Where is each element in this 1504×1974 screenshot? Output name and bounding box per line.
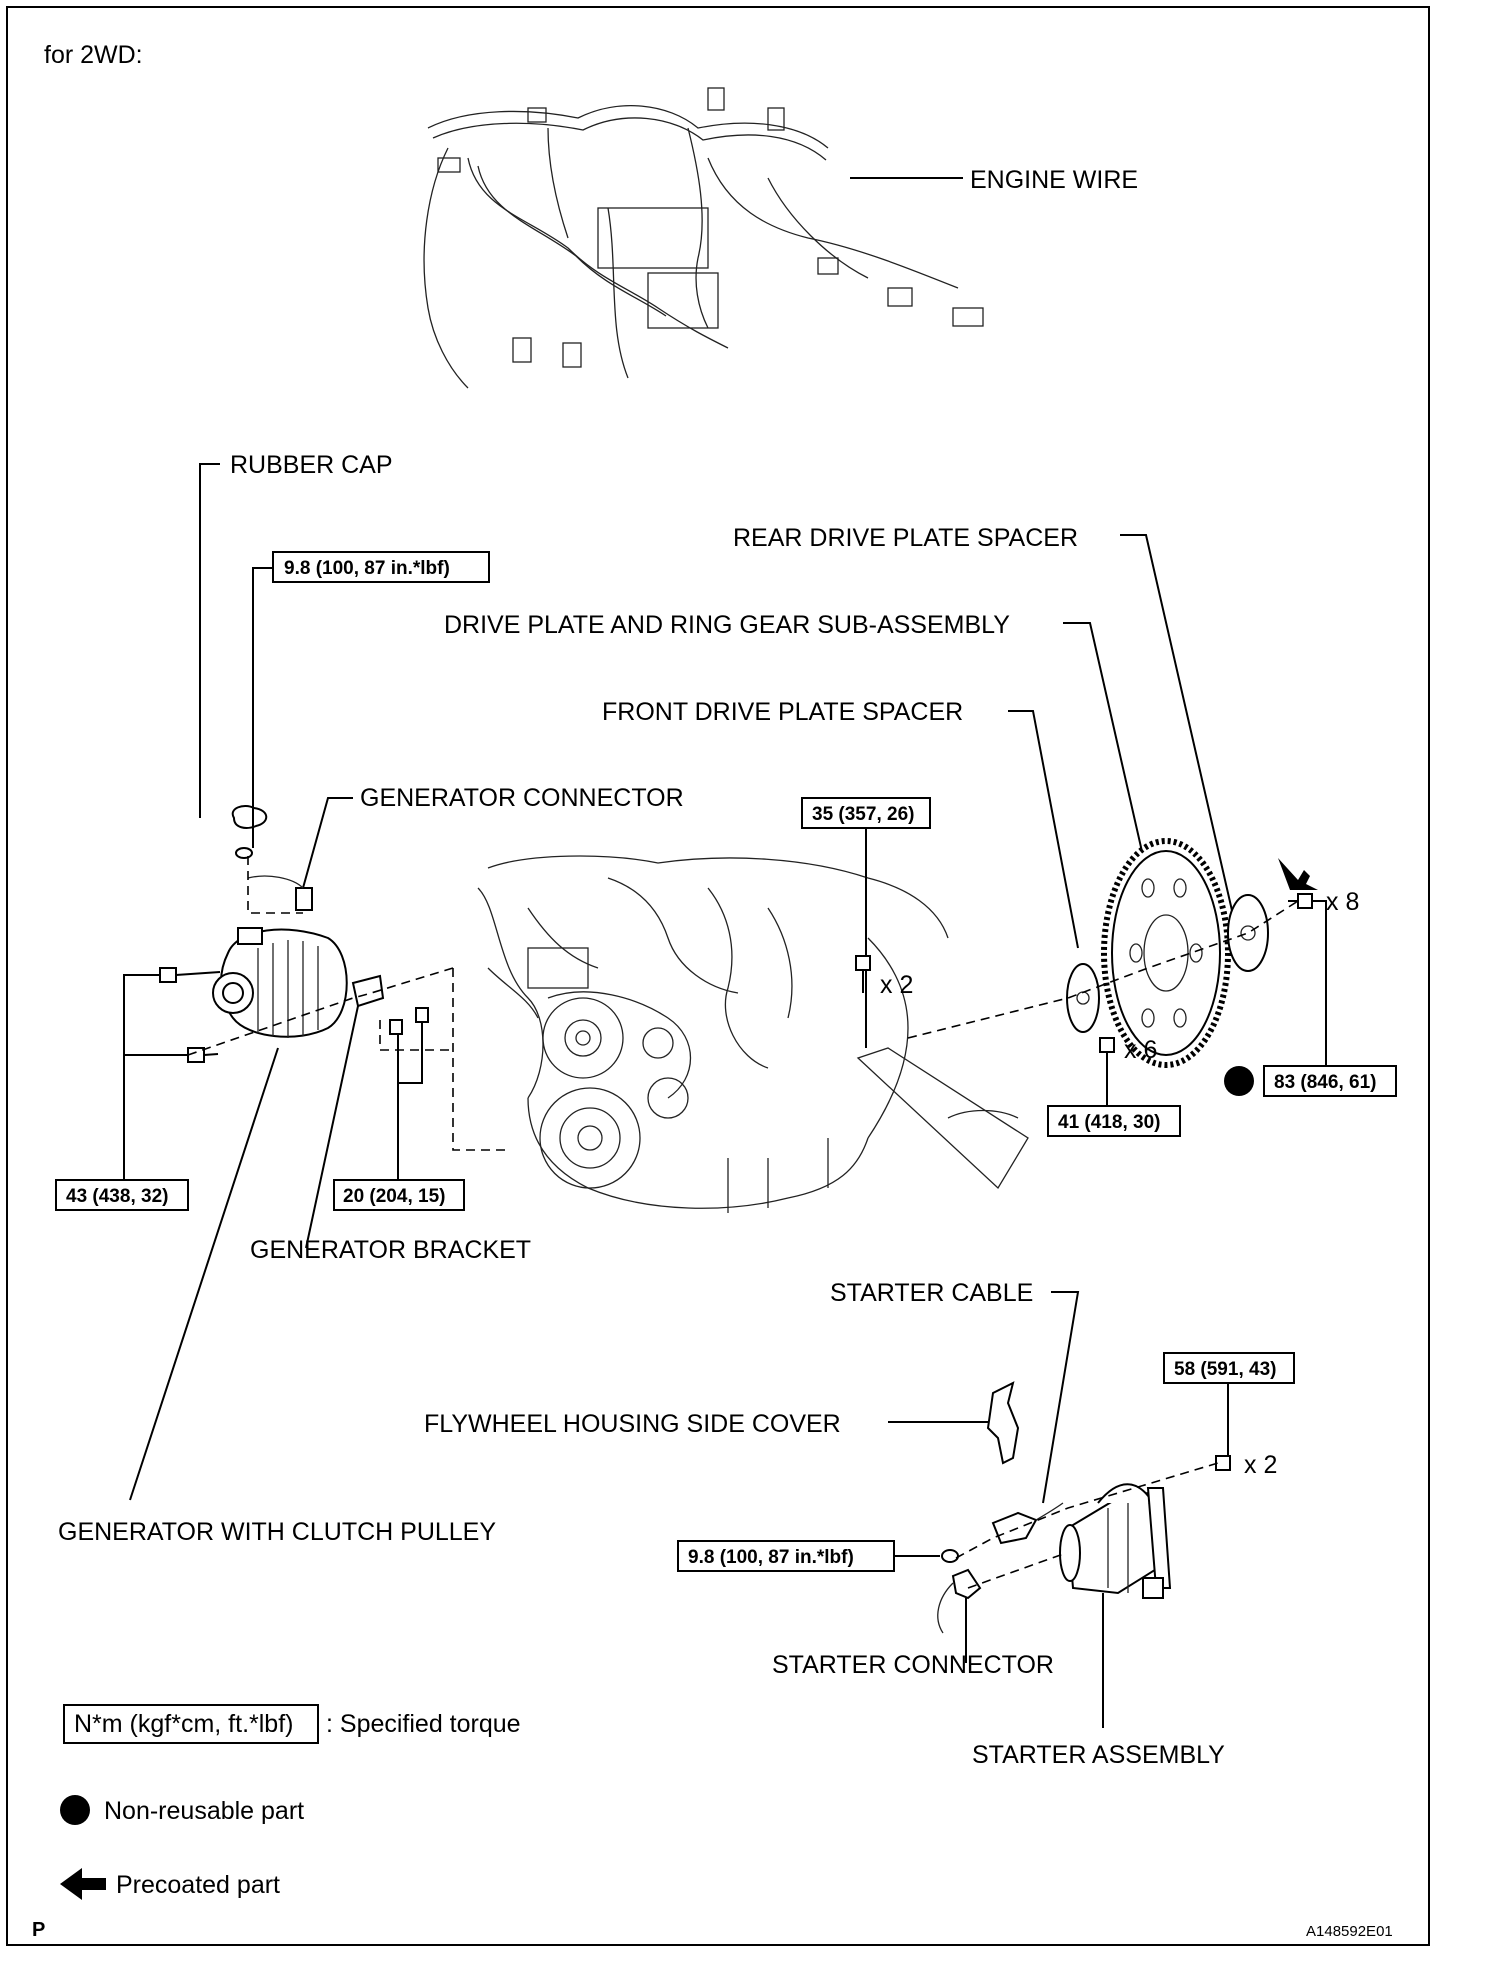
bracket-bolt-a: [389, 1019, 403, 1035]
qty-spacer-bolts: x 6: [1124, 1036, 1157, 1064]
label-starter-connector: STARTER CONNECTOR: [772, 1651, 1054, 1679]
qty-drive-plate-bolts: x 8: [1326, 888, 1359, 916]
page-letter: P: [32, 1919, 45, 1941]
figure-id: A148592E01: [1306, 1923, 1393, 1940]
parts-diagram: for 2WD: ENGINE WIRE RUBBER CAP 9.8 (100…: [32, 41, 1397, 1941]
torque-box-starter: [1163, 1352, 1295, 1384]
torque-box-bracket: [333, 1179, 465, 1211]
torque-rubber-cap: 9.8 (100, 87 in.*lbf): [284, 558, 450, 579]
torque-generator: 43 (438, 32): [66, 1186, 168, 1207]
label-generator-bracket: GENERATOR BRACKET: [250, 1236, 531, 1264]
legend-torque-desc: : Specified torque: [326, 1710, 521, 1738]
legend-precoated: Precoated part: [116, 1871, 280, 1899]
precoated-arrow: [1278, 858, 1318, 890]
engine-wire-harness: [423, 87, 984, 389]
torque-starter-cable: 9.8 (100, 87 in.*lbf): [688, 1547, 854, 1568]
rear-drive-plate-spacer: [1227, 894, 1269, 972]
rubber-cap-nut: [235, 847, 253, 859]
generator-bolt-lower: [187, 1047, 219, 1063]
legend-precoated-arrow: [60, 1868, 106, 1900]
qty-engine-bolts: x 2: [880, 971, 913, 999]
starter-cable: [991, 1502, 1064, 1545]
label-generator-with-clutch-pulley: GENERATOR WITH CLUTCH PULLEY: [58, 1518, 496, 1546]
non-reusable-dot: [1224, 1066, 1254, 1096]
label-generator-connector: GENERATOR CONNECTOR: [360, 784, 684, 812]
variant-title: for 2WD:: [44, 41, 143, 69]
label-flywheel-housing-side-cover: FLYWHEEL HOUSING SIDE COVER: [424, 1410, 841, 1438]
diagram-frame: for 2WD: ENGINE WIRE RUBBER CAP 9.8 (100…: [6, 6, 1430, 1946]
drive-plate-ring-gear: [1101, 838, 1231, 1068]
generator-bolt-upper: [159, 967, 221, 983]
front-drive-plate-spacer: [1066, 963, 1100, 1033]
torque-box-spacer: [1047, 1105, 1181, 1137]
legend: N*m (kgf*cm, ft.*lbf) : Specified torque…: [60, 1704, 521, 1900]
engine-block: [477, 855, 1029, 1213]
qty-starter-bolts: x 2: [1244, 1451, 1277, 1479]
starter-bolt: [1215, 1455, 1231, 1471]
legend-non-reusable-dot: [60, 1795, 90, 1825]
spacer-bolt: [1099, 1037, 1115, 1053]
torque-box-starter-cable: [677, 1540, 895, 1572]
torque-bracket: 20 (204, 15): [343, 1186, 445, 1207]
engine-bolt: [855, 955, 871, 971]
torque-drive-plate: 83 (846, 61): [1274, 1072, 1376, 1093]
generator-bracket: [351, 974, 385, 1008]
legend-torque-unit: N*m (kgf*cm, ft.*lbf): [74, 1710, 293, 1738]
flywheel-housing-side-cover: [986, 1381, 1020, 1465]
torque-engine: 35 (357, 26): [812, 804, 914, 825]
torque-spacer: 41 (418, 30): [1058, 1112, 1160, 1133]
legend-non-reusable: Non-reusable part: [104, 1797, 304, 1825]
starter-cable-nut: [941, 1549, 959, 1563]
label-front-drive-plate-spacer: FRONT DRIVE PLATE SPACER: [602, 698, 963, 726]
generator: [212, 927, 348, 1038]
label-rear-drive-plate-spacer: REAR DRIVE PLATE SPACER: [733, 524, 1078, 552]
generator-connector: [295, 887, 313, 911]
label-engine-wire: ENGINE WIRE: [970, 166, 1138, 194]
torque-box-drive-plate: [1263, 1065, 1397, 1097]
label-starter-cable: STARTER CABLE: [830, 1279, 1033, 1307]
label-rubber-cap: RUBBER CAP: [230, 451, 393, 479]
torque-starter: 58 (591, 43): [1174, 1359, 1276, 1380]
rubber-cap: [231, 805, 268, 829]
starter-assembly: [1059, 1483, 1172, 1599]
starter-connector: [937, 1568, 982, 1634]
torque-box-generator: [55, 1179, 189, 1211]
legend-torque-box: [63, 1704, 319, 1744]
label-starter-assembly: STARTER ASSEMBLY: [972, 1741, 1225, 1769]
label-drive-plate-ring-gear: DRIVE PLATE AND RING GEAR SUB-ASSEMBLY: [444, 611, 1010, 639]
bracket-bolt-b: [415, 1007, 429, 1023]
